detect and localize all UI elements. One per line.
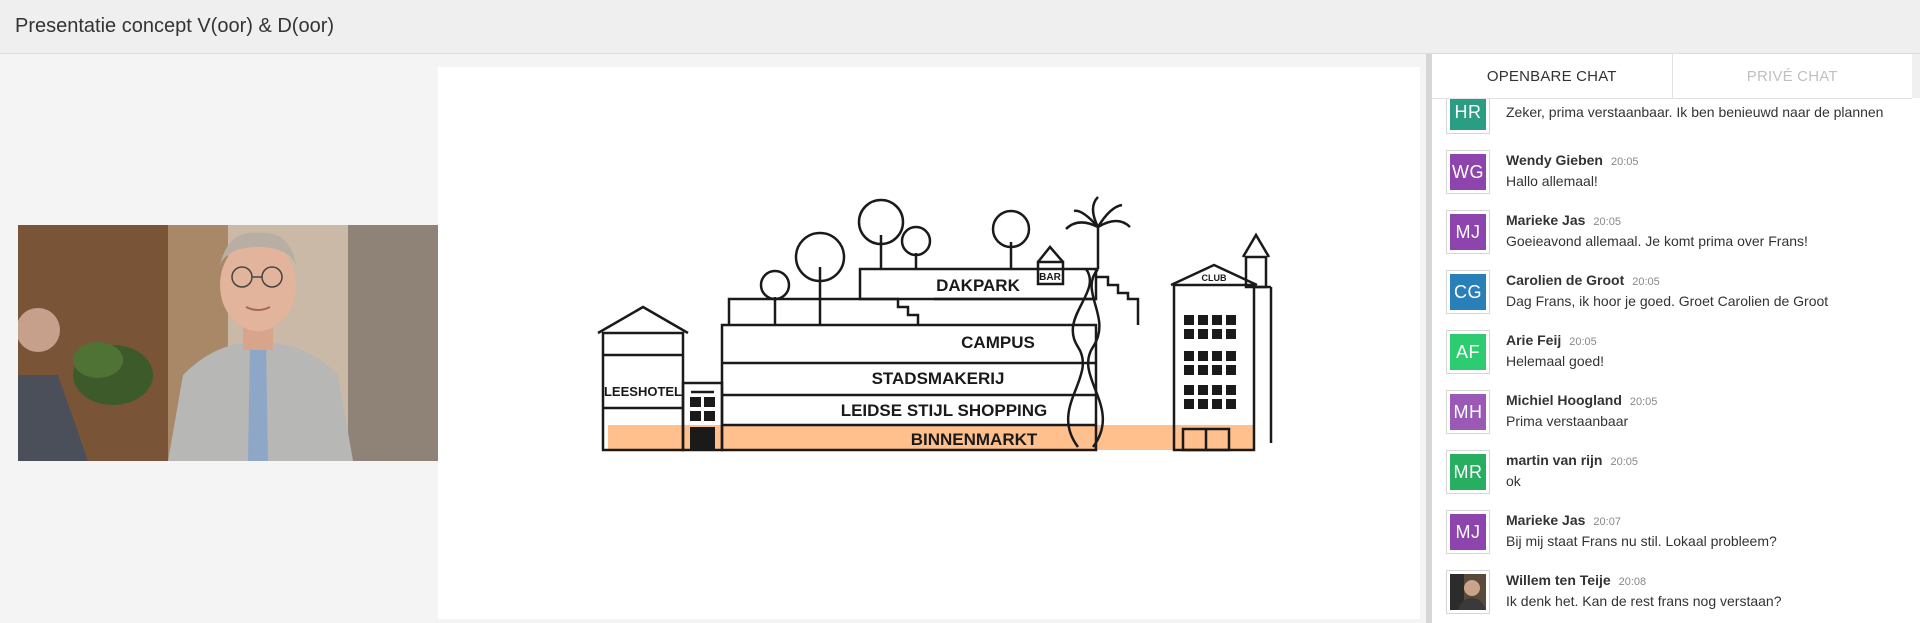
user-photo-icon <box>1450 574 1486 610</box>
message-text: Prima verstaanbaar <box>1506 413 1629 429</box>
webcam-video[interactable] <box>18 225 438 461</box>
presentation-title: Presentatie concept V(oor) & D(oor) <box>15 15 335 37</box>
message-time: 20:05 <box>1632 276 1660 288</box>
webcam-frame-image <box>18 225 438 461</box>
sender-name: Marieke Jas <box>1506 212 1586 228</box>
chat-message: MJ Marieke Jas 20:07 Bij mij staat Frans … <box>1446 510 1906 562</box>
sender-name: martin van rijn <box>1506 452 1603 468</box>
message-meta: Willem ten Teije 20:08 <box>1506 572 1646 588</box>
avatar-initials: MJ <box>1450 214 1486 250</box>
message-text: Hallo allemaal! <box>1506 173 1598 189</box>
avatar-initials: MR <box>1450 454 1486 490</box>
tab-bar-edge <box>1912 54 1920 98</box>
message-meta: Carolien de Groot 20:05 <box>1506 272 1660 288</box>
avatar-photo <box>1446 570 1490 614</box>
message-time: 20:07 <box>1593 516 1621 528</box>
tab-private-chat[interactable]: PRIVÉ CHAT <box>1746 67 1838 85</box>
message-meta: Wendy Gieben 20:05 <box>1506 152 1639 168</box>
panel-resize-handle[interactable] <box>1426 54 1432 623</box>
presentation-slide: DAKPARK CAMPUS STADSMAKERIJ LEIDSE STIJL… <box>438 67 1420 619</box>
message-time: 20:05 <box>1610 456 1638 468</box>
avatar-initials: MJ <box>1450 514 1486 550</box>
chat-message: AF Arie Feij 20:05 Helemaal goed! <box>1446 330 1906 382</box>
sender-name: Marieke Jas <box>1506 512 1586 528</box>
label-stadsmakerij: STADSMAKERIJ <box>872 369 1005 388</box>
message-text: Ik denk het. Kan de rest frans nog verst… <box>1506 593 1782 609</box>
sender-name: Willem ten Teije <box>1506 572 1611 588</box>
message-time: 20:05 <box>1629 396 1658 408</box>
avatar-initials: HR <box>1450 94 1486 130</box>
message-text: Goeieavond allemaal. Je komt prima over … <box>1506 233 1808 249</box>
sender-name: Carolien de Groot <box>1506 272 1625 288</box>
label-campus: CAMPUS <box>961 333 1035 352</box>
chat-message: WG Wendy Gieben 20:05 Hallo allemaal! <box>1446 150 1906 202</box>
message-text: Dag Frans, ik hoor je goed. Groet Caroli… <box>1506 293 1829 309</box>
avatar: AF <box>1446 330 1490 374</box>
presentation-header: Presentatie concept V(oor) & D(oor) <box>0 0 1920 54</box>
message-meta: Arie Feij 20:05 <box>1506 332 1597 348</box>
chat-message: MR martin van rijn 20:05 ok <box>1446 450 1906 502</box>
avatar: MJ <box>1446 510 1490 554</box>
sender-name: Wendy Gieben <box>1506 152 1603 168</box>
sender-name: Arie Feij <box>1506 332 1562 348</box>
message-time: 20:05 <box>1569 336 1597 348</box>
message-text: Zeker, prima verstaanbaar. Ik ben benieu… <box>1506 104 1884 120</box>
message-meta: martin van rijn 20:05 <box>1506 452 1638 468</box>
chat-message: Willem ten Teije 20:08 Ik denk het. Kan d… <box>1446 570 1906 622</box>
message-meta: Michiel Hoogland 20:05 <box>1506 392 1657 408</box>
avatar: CG <box>1446 270 1490 314</box>
label-leeshotel: LEESHOTEL <box>604 384 682 399</box>
label-binnenmarkt: BINNENMARKT <box>911 430 1038 449</box>
chat-tabs: OPENBARE CHAT PRIVÉ CHAT <box>1432 54 1912 99</box>
label-leidse-stijl-shopping: LEIDSE STIJL SHOPPING <box>841 401 1048 420</box>
chat-message: MJ Marieke Jas 20:05 Goeieavond allemaal.… <box>1446 210 1906 262</box>
chat-message-list[interactable]: HR Zeker, prima verstaanbaar. Ik ben ben… <box>1432 90 1920 623</box>
message-time: 20:05 <box>1610 156 1639 168</box>
avatar: MR <box>1446 450 1490 494</box>
chat-message: CG Carolien de Groot 20:05 Dag Frans, ik … <box>1446 270 1906 322</box>
avatar-initials: MH <box>1450 394 1486 430</box>
chat-panel: OPENBARE CHAT PRIVÉ CHAT HR Zeker, prima… <box>1432 54 1920 623</box>
avatar: WG <box>1446 150 1490 194</box>
sender-name: Michiel Hoogland <box>1506 392 1622 408</box>
message-text: Bij mij staat Frans nu stil. Lokaal prob… <box>1506 533 1777 549</box>
tab-public-chat[interactable]: OPENBARE CHAT <box>1432 54 1673 98</box>
chat-message: MH Michiel Hoogland 20:05 Prima verstaanb… <box>1446 390 1906 442</box>
message-time: 20:08 <box>1618 576 1647 588</box>
label-club: CLUB <box>1202 273 1227 283</box>
avatar-initials: AF <box>1450 334 1486 370</box>
message-meta: Marieke Jas 20:05 <box>1506 212 1621 228</box>
message-text: ok <box>1506 473 1521 489</box>
message-time: 20:05 <box>1593 216 1621 228</box>
message-text: Helemaal goed! <box>1506 353 1605 369</box>
avatar: MJ <box>1446 210 1490 254</box>
label-bar: BAR <box>1039 272 1061 283</box>
label-dakpark: DAKPARK <box>936 276 1020 295</box>
building-illustration: DAKPARK CAMPUS STADSMAKERIJ LEIDSE STIJL… <box>597 196 1273 452</box>
avatar-initials: WG <box>1450 154 1486 190</box>
avatar: MH <box>1446 390 1490 434</box>
message-meta: Marieke Jas 20:07 <box>1506 512 1621 528</box>
presentation-area: DAKPARK CAMPUS STADSMAKERIJ LEIDSE STIJL… <box>0 54 1426 623</box>
avatar-initials: CG <box>1450 274 1486 310</box>
